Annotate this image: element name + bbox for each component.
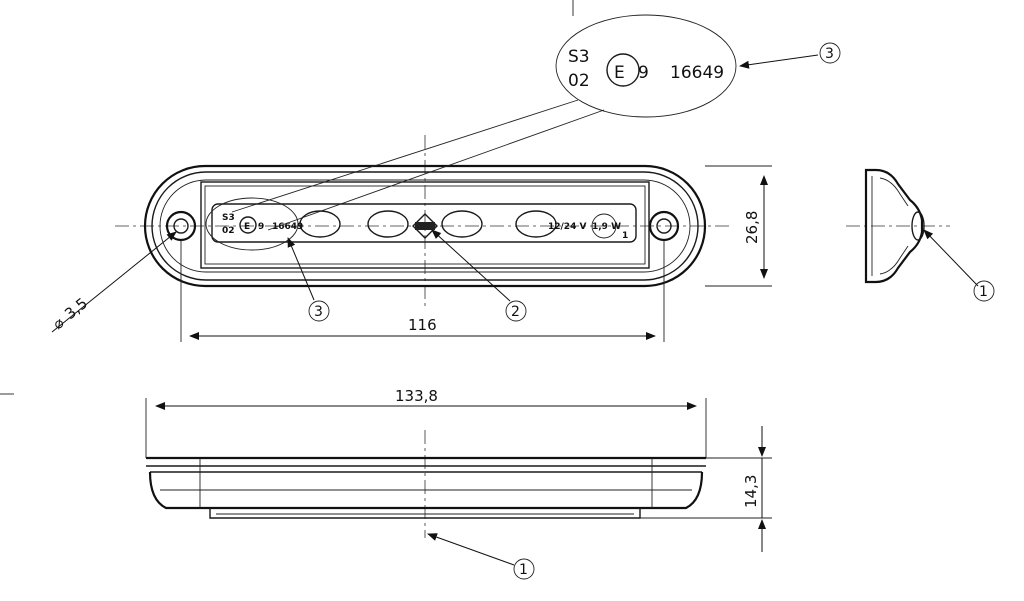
callout-1-bottom: 1 — [519, 562, 528, 578]
small-marking-class-bottom: 02 — [222, 226, 235, 236]
marking-class-top: S3 — [568, 47, 590, 67]
side-view-right: 1 — [846, 168, 995, 302]
dim-hole-spacing: 116 — [408, 316, 437, 334]
marking-country: 9 — [638, 63, 649, 83]
dim-hole-diameter: 3,5 — [61, 294, 91, 323]
marking-number: 16649 — [670, 63, 724, 83]
callout-3-bottom: 3 — [314, 304, 323, 320]
dim-hole-diameter-symbol: ⌀ — [49, 313, 67, 333]
rating-voltage: 12/24 V — [548, 222, 586, 232]
small-marking-number: 16649 — [272, 222, 303, 232]
rating-index: 1 — [622, 231, 628, 241]
dim-body-width: 26,8 — [743, 211, 761, 244]
rating-power: 1,9 W — [592, 222, 621, 232]
callout-3-top: 3 — [825, 46, 834, 62]
callout-2: 2 — [511, 304, 520, 320]
small-marking-class-top: S3 — [222, 213, 235, 223]
dim-overall-length: 133,8 — [395, 387, 438, 405]
callout-1-side: 1 — [979, 284, 988, 300]
callouts-top: 3 3 2 — [287, 42, 841, 322]
front-view: 133,8 14,3 1 — [145, 387, 772, 580]
dim-height: 14,3 — [742, 475, 760, 508]
marking-e: E — [614, 63, 625, 83]
marking-detail: S3 02 E 9 16649 — [231, 0, 737, 231]
dims-top: 116 26,8 ⌀ 3,5 — [49, 165, 772, 342]
top-view: S3 02 E 9 16649 12/24 V 1,9 W 1 — [115, 135, 730, 308]
small-marking-country: 9 — [258, 222, 264, 232]
marking-class-bottom: 02 — [568, 71, 590, 91]
small-marking-e: E — [244, 222, 250, 232]
